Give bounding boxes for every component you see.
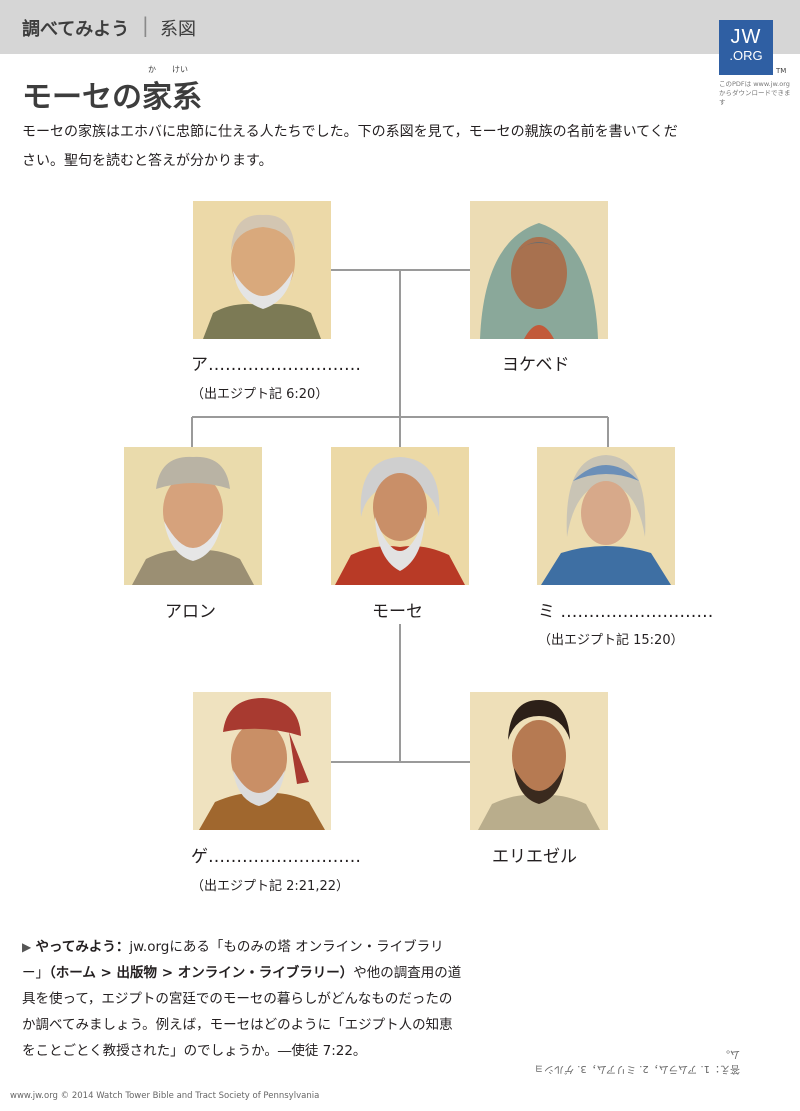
jw-org-logo[interactable]: JW .ORG <box>719 20 773 75</box>
logo-line-2: .ORG <box>729 48 763 63</box>
section-label: 調べてみよう <box>22 19 130 40</box>
page-title: モーセの家系 <box>22 80 202 115</box>
header-separator: | <box>142 13 149 37</box>
header-bar: 調べてみよう | 系図 <box>0 0 800 54</box>
title-ruby-ka: か <box>148 65 156 74</box>
name-moses: モーセ <box>372 602 423 622</box>
portrait-aaron <box>124 447 262 585</box>
try-it-text-1: jw.orgにある「ものみの塔 オンライン・ライブラリー」 <box>22 939 444 981</box>
name-amram-blank: ア……………………… <box>191 355 361 375</box>
logo-line-1: JW <box>730 26 762 48</box>
try-it-box: ▶ やってみよう：jw.orgにある「ものみの塔 オンライン・ライブラリー」（ホ… <box>22 934 462 1064</box>
portrait-moses <box>331 447 469 585</box>
portrait-eliezer <box>470 692 608 830</box>
title-ruby-kei: けい <box>172 65 188 74</box>
name-eliezer: エリエゼル <box>492 847 577 867</box>
trademark: TM <box>776 67 787 75</box>
intro-text: モーセの家族はエホバに忠節に仕える人たちでした。下の系図を見て，モーセの親族の名… <box>22 124 678 169</box>
portrait-jochebed <box>470 201 608 339</box>
portrait-miriam <box>537 447 675 585</box>
ref-amram: （出エジプト記 6:20） <box>191 387 329 402</box>
portrait-gershom <box>193 692 331 830</box>
name-aaron: アロン <box>165 602 216 622</box>
footer-copyright: www.jw.org © 2014 Watch Tower Bible and … <box>10 1091 320 1101</box>
name-jochebed: ヨケベド <box>502 355 570 375</box>
try-it-lead: やってみよう： <box>35 939 130 955</box>
portrait-amram <box>193 201 331 339</box>
ref-miriam: （出エジプト記 15:20） <box>538 633 684 648</box>
name-gershom-blank: ゲ……………………… <box>191 847 361 867</box>
topic-label: 系図 <box>160 19 196 40</box>
play-arrow-icon: ▶ <box>22 940 32 954</box>
answer-key: 答え：1. アムラム，2. ミリアム，3. ゲルショム。 <box>534 1048 740 1074</box>
try-it-text-2: や他の調査用の道具を使って，エジプトの宮廷でのモーセの暮らしがどんなものだったの… <box>22 965 462 1059</box>
download-note: このPDFは www.jw.org からダウンロードできます <box>719 80 791 106</box>
try-it-path: （ホーム > 出版物 > オンライン・ライブラリー） <box>49 965 354 981</box>
name-miriam-blank: ミ ……………………… <box>538 602 714 622</box>
ref-gershom: （出エジプト記 2:21,22） <box>191 879 349 894</box>
